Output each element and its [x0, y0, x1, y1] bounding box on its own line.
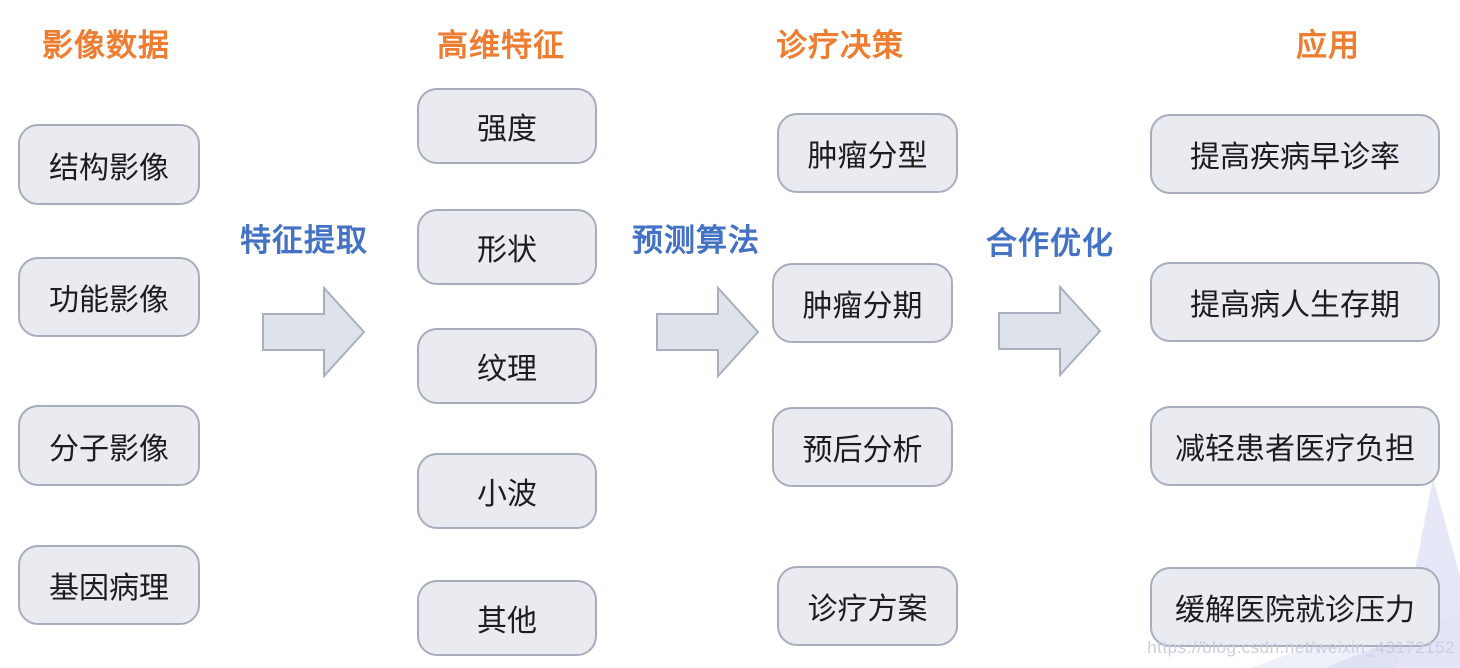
node-intensity: 强度 [417, 88, 597, 164]
node-treatment-plan: 诊疗方案 [777, 566, 958, 646]
column-header-treatment-decision: 诊疗决策 [776, 28, 904, 63]
node-gene-pathology: 基因病理 [18, 545, 200, 625]
block-arrow-icon-1 [262, 286, 366, 378]
node-texture: 纹理 [417, 328, 597, 404]
node-molecular-imaging: 分子影像 [18, 405, 200, 486]
node-relieve-hospital-visit-pressure: 缓解医院就诊压力 [1150, 567, 1440, 647]
node-improve-patient-survival: 提高病人生存期 [1150, 262, 1440, 342]
node-other: 其他 [417, 580, 597, 656]
node-structural-imaging: 结构影像 [18, 124, 200, 205]
node-prognosis-analysis: 预后分析 [772, 407, 953, 487]
node-tumor-typing: 肿瘤分型 [777, 113, 958, 193]
node-reduce-patient-medical-burden: 减轻患者医疗负担 [1150, 406, 1440, 486]
column-header-high-dim-features: 高维特征 [437, 28, 565, 63]
arrow-label-feature-extraction: 特征提取 [240, 223, 368, 258]
column-header-application: 应用 [1296, 28, 1360, 63]
arrow-label-prediction-algorithm: 预测算法 [632, 223, 760, 258]
block-arrow-icon-3 [998, 285, 1102, 377]
block-arrow-icon-2 [656, 286, 760, 378]
watermark: https://blog.csdn.net/weixin_43172152 [1147, 638, 1455, 657]
node-wavelet: 小波 [417, 453, 597, 529]
arrow-label-cooperative-optimization: 合作优化 [986, 226, 1114, 261]
column-header-imaging-data: 影像数据 [42, 28, 170, 63]
node-improve-early-diagnosis-rate: 提高疾病早诊率 [1150, 114, 1440, 194]
node-shape: 形状 [417, 209, 597, 285]
node-functional-imaging: 功能影像 [18, 257, 200, 337]
node-tumor-staging: 肿瘤分期 [772, 263, 953, 343]
